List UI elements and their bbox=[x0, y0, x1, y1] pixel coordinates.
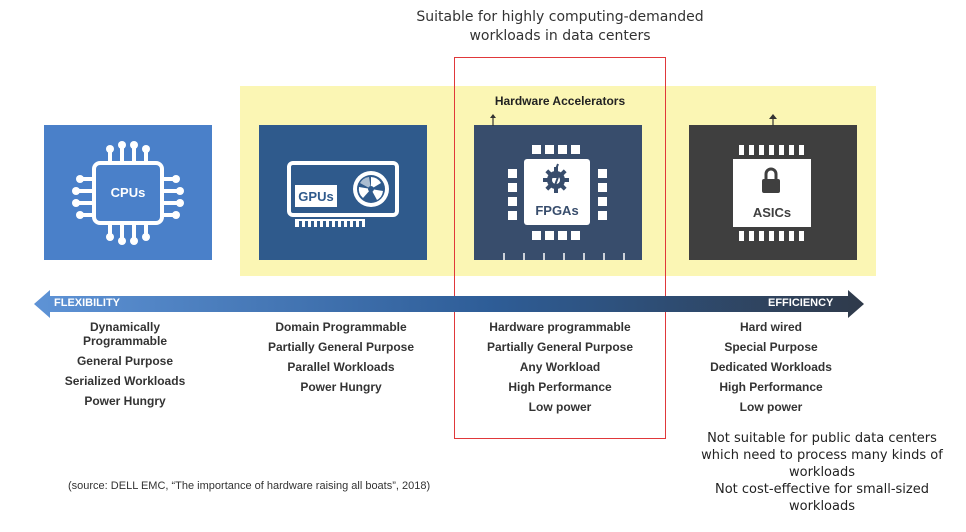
fpga-highlight-frame bbox=[454, 57, 666, 439]
list-item: Low power bbox=[528, 400, 592, 414]
note-line-1: Not suitable for public data centers whi… bbox=[701, 431, 943, 480]
list-item: High Performance bbox=[508, 380, 612, 394]
list-item: General Purpose bbox=[76, 354, 174, 368]
top-note-line-2: workloads in data centers bbox=[469, 28, 651, 44]
gpu-properties: Domain Programmable Partially General Pu… bbox=[246, 320, 436, 400]
list-item: Dedicated Workloads bbox=[710, 360, 832, 374]
source-citation: (source: DELL EMC, “The importance of ha… bbox=[68, 480, 431, 492]
asic-limitations-note: Not suitable for public data centers whi… bbox=[688, 430, 956, 515]
efficiency-label: EFFICIENCY bbox=[768, 297, 834, 309]
list-item: Partially General Purpose bbox=[267, 340, 415, 354]
asic-chip-icon bbox=[733, 145, 811, 241]
asic-properties: Hard wired Special Purpose Dedicated Wor… bbox=[676, 320, 866, 420]
list-item: Hard wired bbox=[739, 320, 802, 334]
list-item: Partially General Purpose bbox=[486, 340, 634, 354]
list-item: Low power bbox=[739, 400, 803, 414]
list-item: Any Workload bbox=[519, 360, 601, 374]
fpga-label: FPGAs bbox=[535, 203, 579, 218]
list-item: Power Hungry bbox=[84, 394, 166, 408]
fpga-marker-icon bbox=[490, 114, 496, 126]
flexibility-efficiency-arrow bbox=[34, 290, 864, 318]
list-item: Dynamically Programmable bbox=[82, 320, 168, 348]
asic-marker-icon bbox=[769, 114, 777, 126]
note-line-2: Not cost-effective for small-sized workl… bbox=[715, 482, 929, 514]
top-note-line-1: Suitable for highly computing-demanded bbox=[416, 9, 704, 25]
asic-card: ASICs bbox=[689, 125, 857, 260]
list-item: High Performance bbox=[719, 380, 823, 394]
fpga-card: FPGAs bbox=[474, 125, 642, 260]
list-item: Domain Programmable bbox=[275, 320, 407, 334]
hardware-accelerators-label: Hardware Accelerators bbox=[494, 94, 626, 108]
fpga-chip-icon bbox=[503, 145, 625, 260]
list-item: Hardware programmable bbox=[489, 320, 631, 334]
cpu-properties: Dynamically Programmable General Purpose… bbox=[30, 320, 220, 414]
gpu-card: GPUs bbox=[259, 125, 427, 260]
cpu-chip-icon bbox=[72, 141, 184, 245]
fpga-properties: Hardware programmable Partially General … bbox=[465, 320, 655, 420]
top-note: Suitable for highly computing-demanded w… bbox=[380, 8, 740, 46]
flexibility-label: FLEXIBILITY bbox=[54, 297, 120, 309]
list-item: Parallel Workloads bbox=[287, 360, 395, 374]
list-item: Serialized Workloads bbox=[64, 374, 186, 388]
list-item: Special Purpose bbox=[724, 340, 818, 354]
gpu-label: GPUs bbox=[298, 189, 334, 204]
cpu-label: CPUs bbox=[110, 185, 146, 200]
list-item: Power Hungry bbox=[300, 380, 382, 394]
gpu-card-icon bbox=[287, 161, 399, 227]
cpu-card: CPUs bbox=[44, 125, 212, 260]
asic-label: ASICs bbox=[752, 205, 792, 220]
